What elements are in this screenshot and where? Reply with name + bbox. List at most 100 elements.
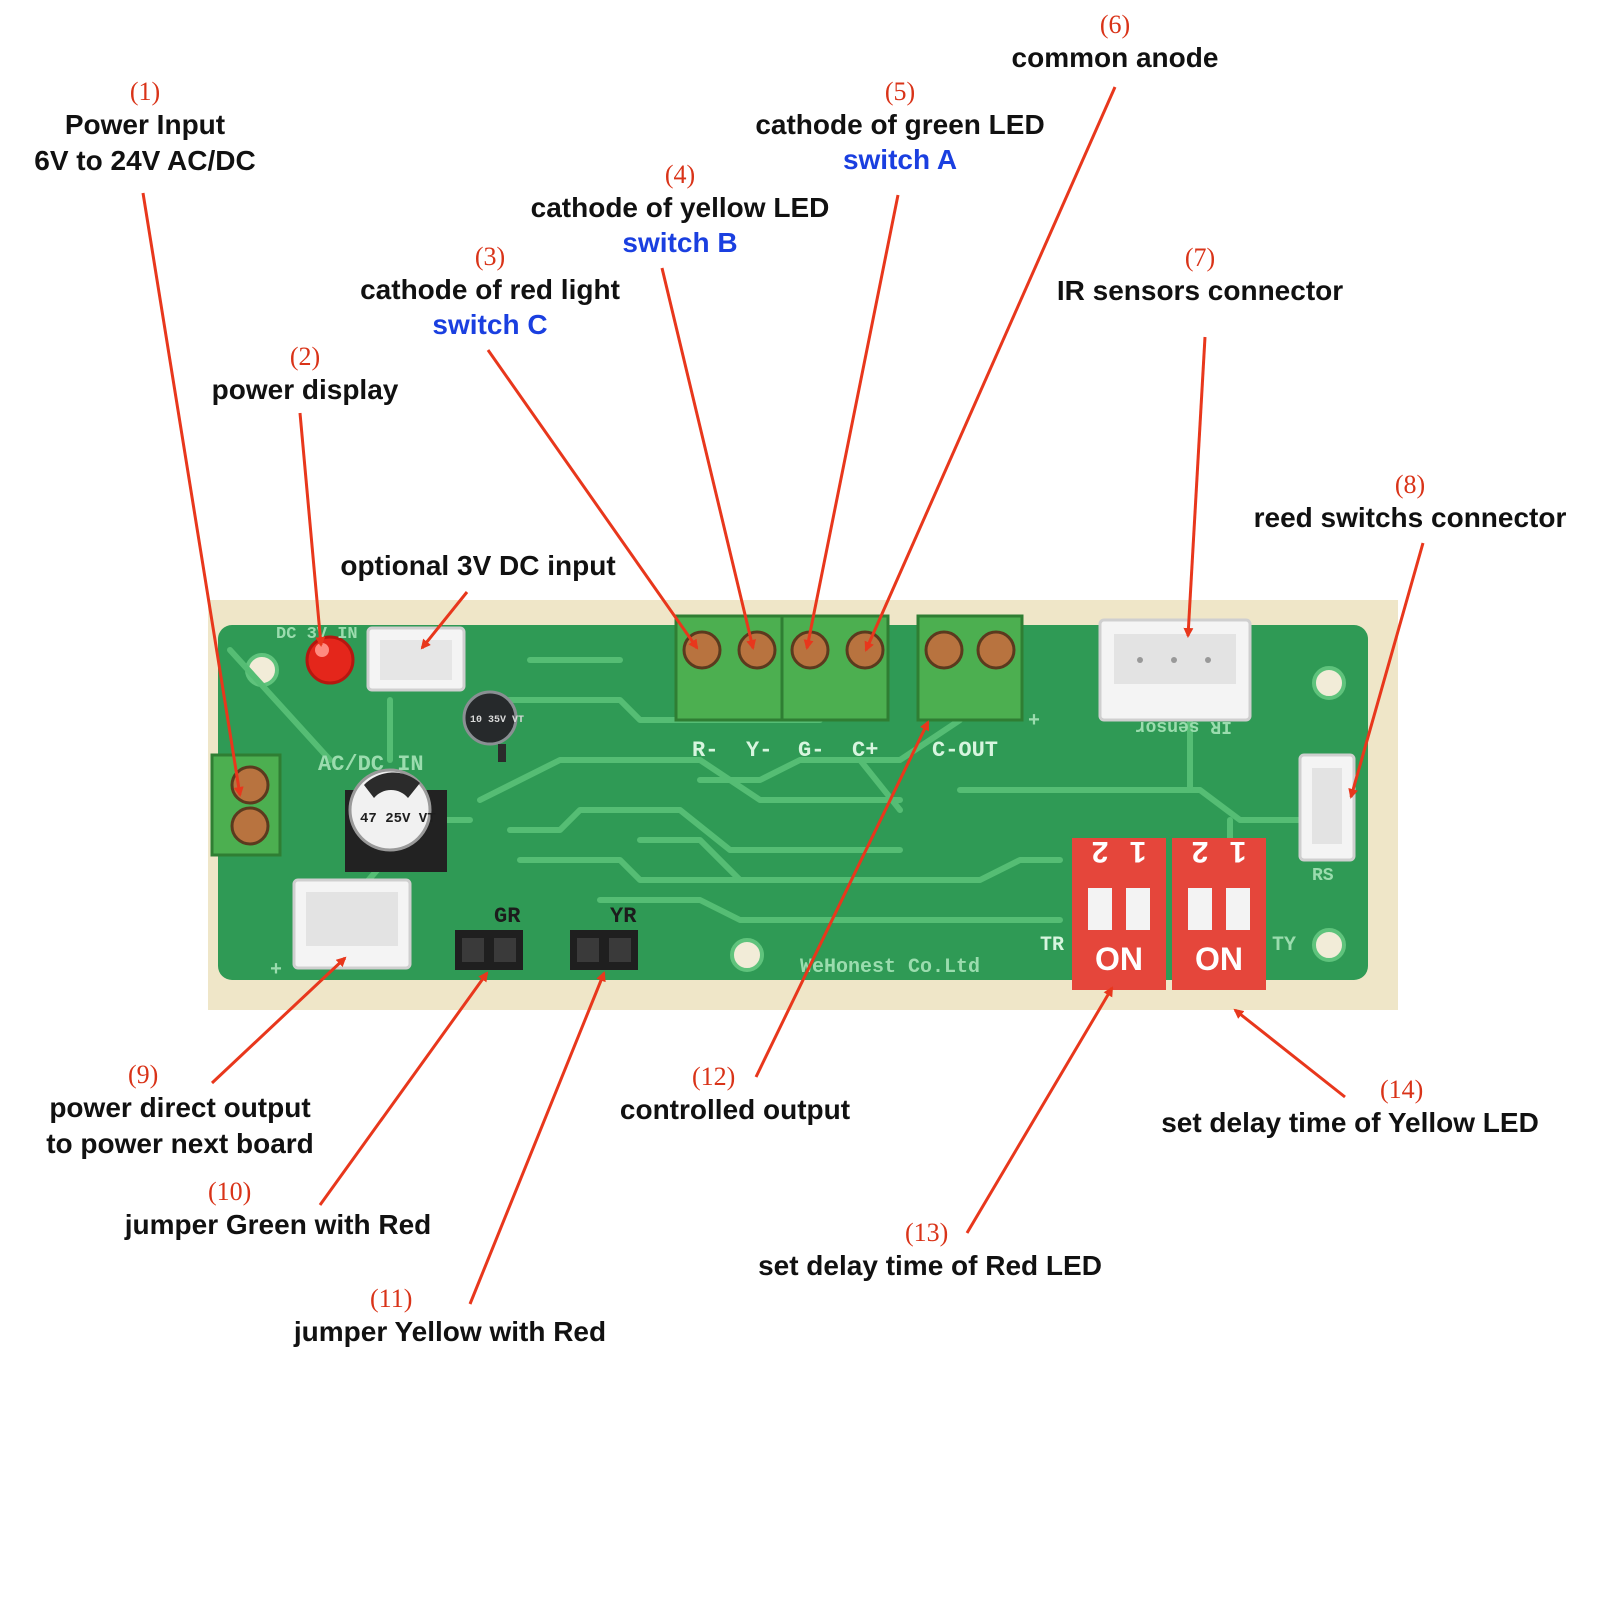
- callout-common-anode: (6) common anode: [975, 10, 1255, 76]
- dc-3v-connector-cavity: [380, 640, 452, 680]
- small-capacitor: [462, 690, 518, 746]
- power-out-connector-cavity: [306, 892, 398, 946]
- connector-pin: [1137, 657, 1143, 663]
- silk-g: G-: [798, 738, 824, 763]
- dip-toggle: [1126, 888, 1150, 930]
- dip-toggle: [1226, 888, 1250, 930]
- silk-company: WeHonest Co.Ltd: [800, 956, 980, 979]
- jumper-gr-pin: [462, 938, 484, 962]
- silk-y: Y-: [746, 738, 772, 763]
- silk-dc-in: DC 3V IN: [276, 625, 358, 644]
- callout-number: (11): [370, 1284, 413, 1313]
- dip-toggle: [1188, 888, 1212, 930]
- silk-gr: GR: [494, 904, 521, 929]
- callout-text: Power Input: [64, 109, 226, 140]
- callout-number: (10): [208, 1177, 252, 1206]
- small-capacitor-leg: [498, 744, 506, 762]
- callout-text: IR sensors connector: [1056, 275, 1344, 306]
- mounting-hole: [1312, 666, 1346, 700]
- callout-delay-red: (13) set delay time of Red LED: [740, 1218, 1120, 1284]
- mounting-hole: [1312, 928, 1346, 962]
- terminal-screw-c: [845, 630, 885, 670]
- silk-plus: +: [270, 959, 282, 982]
- dip-toggle: [1088, 888, 1112, 930]
- callout-ir-sensors: (7) IR sensors connector: [1030, 243, 1370, 309]
- callout-text: to power next board: [46, 1128, 314, 1159]
- callout-text: jumper Green with Red: [124, 1209, 432, 1240]
- jumper-yr-pin: [577, 938, 599, 962]
- callout-delay-yellow: (14) set delay time of Yellow LED: [1140, 1075, 1560, 1141]
- callout-text: cathode of yellow LED: [530, 192, 830, 223]
- callout-switch-text: switch C: [432, 309, 548, 340]
- terminal-screw: [230, 806, 270, 846]
- callout-reed-switches: (8) reed switchs connector: [1235, 470, 1585, 536]
- jumper-yr-pin: [609, 938, 631, 962]
- connector-pin: [1205, 657, 1211, 663]
- callout-number: (8): [1394, 470, 1426, 499]
- callout-switch-text: switch B: [622, 227, 738, 258]
- silk-c-out: C-OUT: [932, 738, 998, 763]
- silk-acdc-in: AC/DC IN: [318, 752, 424, 777]
- callout-power-display: (2) power display: [185, 342, 425, 408]
- callout-switch-text: switch A: [842, 144, 958, 175]
- callout-number: (12): [692, 1062, 736, 1091]
- callout-number: (3): [474, 242, 506, 271]
- power-led-highlight: [315, 643, 329, 657]
- mounting-hole: [730, 938, 764, 972]
- callout-controlled-output: (12) controlled output: [600, 1062, 870, 1128]
- callout-text: power direct output: [49, 1092, 311, 1123]
- callout-text: optional 3V DC input: [340, 550, 616, 581]
- dip-switch-tr: [1072, 838, 1166, 990]
- callout-number: (6): [1099, 10, 1131, 39]
- callout-text: controlled output: [619, 1094, 851, 1125]
- terminal-screw-r: [682, 630, 722, 670]
- callout-text: set delay time of Yellow LED: [1161, 1107, 1539, 1138]
- dip-ty-label-1: 1: [1230, 835, 1247, 868]
- silk-cap-small: 10 35V VT: [470, 715, 524, 726]
- silk-c: C+: [852, 738, 878, 763]
- callout-power-input: (1) Power Input 6V to 24V AC/DC: [15, 77, 275, 179]
- dip-tr-on: ON: [1095, 941, 1143, 977]
- callout-text: common anode: [1011, 42, 1219, 73]
- silk-cap-large: 47 25V VT: [360, 811, 436, 827]
- dip-switch-ty: [1172, 838, 1266, 990]
- silk-rs: RS: [1312, 866, 1334, 886]
- callout-text: cathode of green LED: [755, 109, 1045, 140]
- dip-tr-label-1: 1: [1130, 835, 1147, 868]
- callout-number: (4): [664, 160, 696, 189]
- callout-text: set delay time of Red LED: [758, 1250, 1102, 1281]
- dip-tr-label-2: 2: [1092, 835, 1109, 868]
- terminal-screw-y: [737, 630, 777, 670]
- c-out-terminal-block: [916, 614, 1024, 722]
- callout-text: reed switchs connector: [1253, 502, 1567, 533]
- terminal-screw: [976, 630, 1016, 670]
- reed-switch-connector-cavity: [1312, 768, 1342, 844]
- callout-number: (1): [129, 77, 161, 106]
- silk-yr: YR: [610, 904, 637, 929]
- silk-tr: TR: [1040, 934, 1064, 957]
- connector-pin: [1171, 657, 1177, 663]
- callout-number: (13): [905, 1218, 949, 1247]
- silk-r: R-: [692, 738, 718, 763]
- callout-power-direct-output: (9) power direct output to power next bo…: [30, 1060, 330, 1162]
- terminal-screw: [924, 630, 964, 670]
- terminal-screw-g: [790, 630, 830, 670]
- silk-plus-cout: +: [1028, 710, 1040, 733]
- callout-number: (5): [884, 77, 916, 106]
- callout-jumper-green-red: (10) jumper Green with Red: [108, 1177, 448, 1243]
- callout-red-cathode: (3) cathode of red light switch C: [320, 242, 660, 342]
- callout-text: jumper Yellow with Red: [293, 1316, 607, 1347]
- callout-number: (2): [289, 342, 321, 371]
- callout-optional-3v: optional 3V DC input: [318, 548, 638, 584]
- callout-number: (7): [1184, 243, 1216, 272]
- terminal-screw: [230, 765, 270, 805]
- silk-ir: IR sensor: [1135, 716, 1232, 736]
- jumper-gr-pin: [494, 938, 516, 962]
- dip-ty-on: ON: [1195, 941, 1243, 977]
- callout-text: power display: [211, 374, 399, 405]
- callout-text: cathode of red light: [360, 274, 620, 305]
- callout-number: (9): [128, 1060, 159, 1089]
- callout-text: 6V to 24V AC/DC: [34, 145, 256, 176]
- silk-ty: TY: [1272, 934, 1296, 957]
